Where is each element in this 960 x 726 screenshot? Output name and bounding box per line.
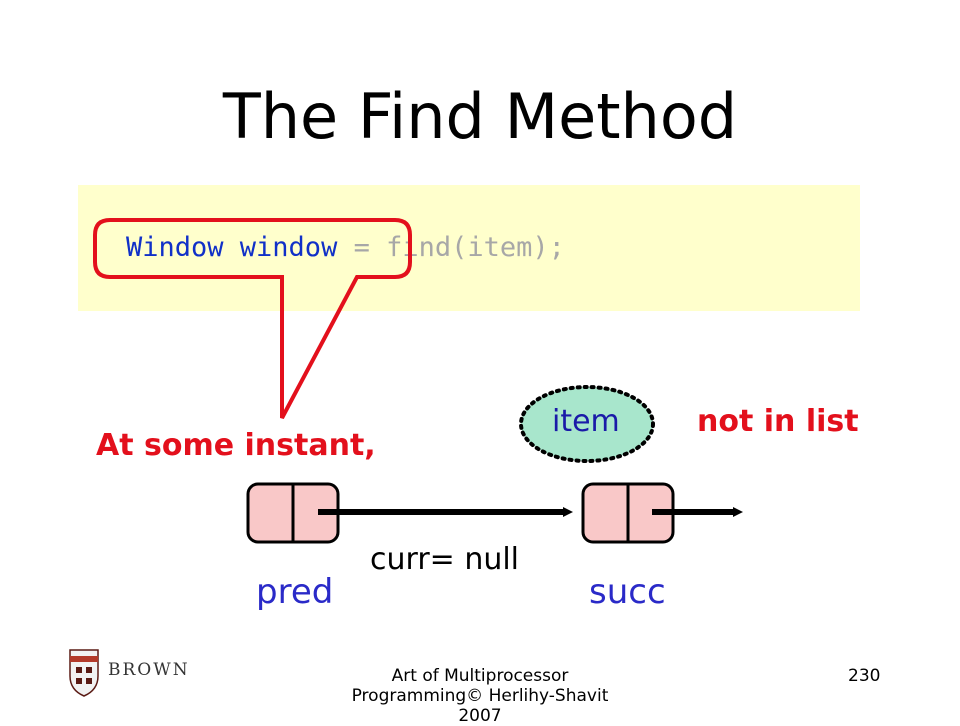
brown-logo-text: BROWN [108, 660, 190, 680]
not-in-list-label: not in list [697, 404, 859, 439]
footer-credit-line3: 2007 [458, 706, 502, 726]
callout-bubble [93, 218, 412, 419]
brown-shield-icon [69, 649, 99, 697]
slide-title: The Find Method [222, 80, 738, 153]
item-label: item [552, 404, 620, 439]
footer-credit: Art of Multiprocessor Programming© Herli… [330, 666, 630, 726]
code-highlighted: Window window [126, 232, 338, 263]
succ-node [581, 482, 675, 544]
page-number: 230 [848, 666, 881, 686]
code-panel [78, 185, 860, 311]
succ-label: succ [589, 572, 666, 612]
curr-null-label: curr= null [370, 542, 520, 577]
item-ellipse [519, 385, 655, 463]
code-dimmed: = find(item); [337, 232, 565, 263]
footer-credit-line1: Art of Multiprocessor [391, 666, 569, 686]
code-line: Window window = find(item); [126, 232, 565, 263]
at-some-instant-label: At some instant, [96, 428, 376, 463]
pred-label: pred [256, 572, 334, 612]
footer-credit-line2: Programming© Herlihy-Shavit [351, 686, 609, 706]
